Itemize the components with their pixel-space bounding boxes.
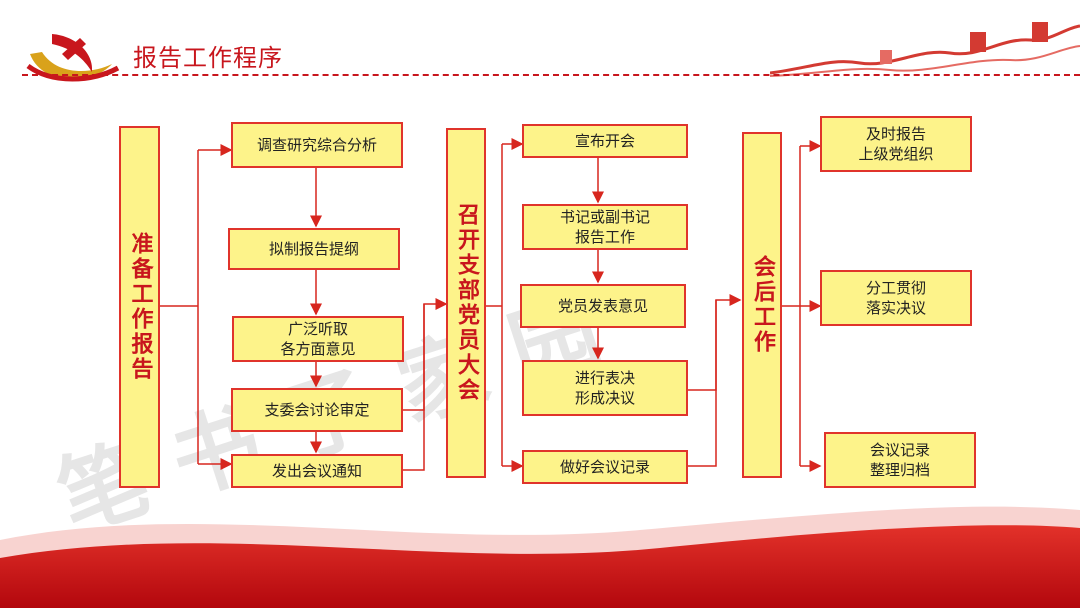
step-committee-review: 支委会讨论审定 bbox=[231, 388, 403, 432]
step-research-analysis: 调查研究综合分析 bbox=[231, 122, 403, 168]
great-wall-icon bbox=[770, 22, 1080, 77]
stage-after-meeting: 会后工作 bbox=[742, 132, 782, 478]
header-divider bbox=[22, 74, 1080, 76]
step-send-notice: 发出会议通知 bbox=[231, 454, 403, 488]
step-open-meeting: 宣布开会 bbox=[522, 124, 688, 158]
step-meeting-minutes: 做好会议记录 bbox=[522, 450, 688, 484]
step-draft-outline: 拟制报告提纲 bbox=[228, 228, 400, 270]
party-emblem-icon bbox=[26, 34, 120, 82]
step-secretary-report: 书记或副书记 报告工作 bbox=[522, 204, 688, 250]
page-title: 报告工作程序 bbox=[133, 44, 283, 72]
step-members-comment: 党员发表意见 bbox=[520, 284, 686, 328]
bottom-wave bbox=[0, 506, 1080, 608]
step-vote-resolution: 进行表决 形成决议 bbox=[522, 360, 688, 416]
stage-prepare-report: 准备工作报告 bbox=[119, 126, 160, 488]
step-gather-opinions: 广泛听取 各方面意见 bbox=[232, 316, 404, 362]
step-implement-resolution: 分工贯彻 落实决议 bbox=[820, 270, 972, 326]
step-report-superior: 及时报告 上级党组织 bbox=[820, 116, 972, 172]
stage-party-meeting: 召开支部党员大会 bbox=[446, 128, 486, 478]
step-archive-minutes: 会议记录 整理归档 bbox=[824, 432, 976, 488]
